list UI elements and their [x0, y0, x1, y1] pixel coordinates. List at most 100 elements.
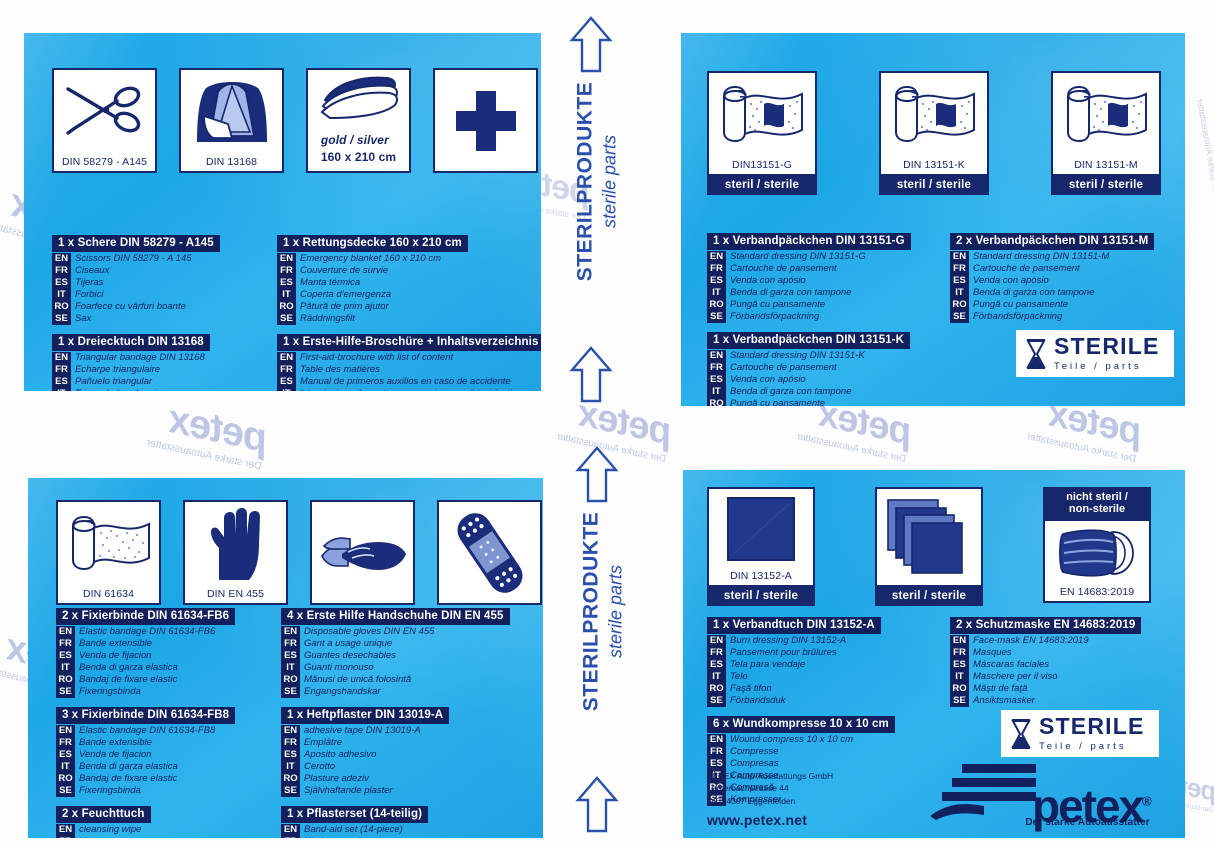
tile-donning-glove [310, 500, 415, 605]
translation-text: Echarpe triangulaire [75, 364, 161, 375]
translation-text: Venda con apósio [730, 374, 806, 385]
arrow-icon [575, 776, 619, 833]
dressing-packet-icon [1053, 73, 1159, 159]
language-code: RO [281, 773, 300, 785]
item-header: 1 x Pflasterset (14-teilig) [281, 806, 429, 823]
language-code: IT [56, 761, 75, 773]
panel-top-right: DIN13151-G steril / sterile [681, 33, 1185, 406]
language-code: EN [707, 251, 726, 263]
translation-text: Ciseaux [75, 265, 110, 276]
sterile-badge: STERILE Teile / parts [1016, 330, 1174, 377]
translation-text: Benda di garza con tampone [730, 386, 852, 397]
tile-triangular-bandage: DIN 13168 [179, 68, 284, 173]
tile-code: DIN 58279 - A145 [61, 156, 148, 168]
panel-bottom-right: DIN 13152-A steril / sterile [683, 470, 1185, 838]
language-code: EN [707, 734, 726, 746]
language-code: FR [950, 647, 969, 659]
translation-text: Guanti monouso [304, 662, 374, 673]
translation-row: FRLigettes nettoyantes [56, 836, 261, 838]
language-code: ES [707, 275, 726, 287]
translation-text: Elastic bandage DIN 61634-FB8 [79, 725, 216, 736]
translation-text: Faşă tifon [730, 683, 772, 694]
language-code: SE [281, 785, 300, 797]
tile-first-aid-cross [433, 68, 538, 173]
translation-text: Măşti de faţă [973, 683, 1028, 694]
sterile-label: steril / sterile [1051, 176, 1161, 195]
elastic-bandage-icon [58, 502, 159, 588]
language-code: ES [56, 749, 75, 761]
language-code: SE [56, 785, 75, 797]
language-code: RO [950, 683, 969, 695]
arrow-icon [569, 346, 613, 403]
tile-code: EN 14683:2019 [1059, 585, 1135, 598]
strip-sub-label: sterile parts [599, 134, 620, 229]
language-code: EN [950, 251, 969, 263]
translation-text: Pungă cu pansamente [730, 299, 826, 310]
blanket-icon [308, 70, 409, 122]
language-code: ES [56, 650, 75, 662]
language-code: RO [56, 674, 75, 686]
scissors-icon [54, 70, 155, 156]
translation-text: Triangolo bendaggio [71, 388, 161, 391]
petex-wordmark: petex® [1032, 780, 1152, 833]
language-code: EN [277, 352, 296, 364]
translation-text: Förbandsförpackning [730, 311, 820, 322]
translation-text: Kompresser [730, 794, 782, 805]
tile-code: DIN 13168 [205, 156, 258, 168]
language-code: FR [56, 638, 75, 650]
language-code: FR [277, 265, 296, 277]
translation-text: Engangshandskar [304, 686, 381, 697]
tile-dressing-m: DIN 13151-M steril / sterile [1051, 71, 1161, 195]
language-code: RO [950, 299, 969, 311]
translation-text: Guantes desechables [304, 650, 396, 661]
language-code: IT [281, 662, 300, 674]
translation-text: Cartouche de pansement [973, 263, 1080, 274]
tile-burn-dressing: DIN 13152-A steril / sterile [707, 487, 815, 606]
website-link[interactable]: www.petex.net [707, 811, 808, 828]
translation-row: FRKit de sparadraps [281, 836, 541, 838]
translation-text: Fixeringsbinda [79, 686, 141, 697]
language-code: ES [52, 277, 71, 289]
language-code: SE [277, 313, 296, 325]
language-code: FR [707, 263, 726, 275]
language-code: EN [56, 824, 75, 836]
panel-bottom-left: DIN 61634 DIN EN 455 [28, 478, 543, 838]
item-header: 1 x Verbandpäckchen DIN 13151-G [707, 233, 911, 250]
language-code: EN [707, 635, 726, 647]
translation-text: Bandaj de fixare elastic [79, 773, 178, 784]
hand-putting-on-glove-icon [312, 502, 413, 603]
translation-text: cleansing wipe [79, 824, 142, 835]
sterile-badge: STERILE Teile / parts [1001, 710, 1159, 757]
translation-text: Manual de primeros auxilios en caso de a… [300, 376, 511, 387]
translation-text: Band-aid set (14-piece) [304, 824, 403, 835]
